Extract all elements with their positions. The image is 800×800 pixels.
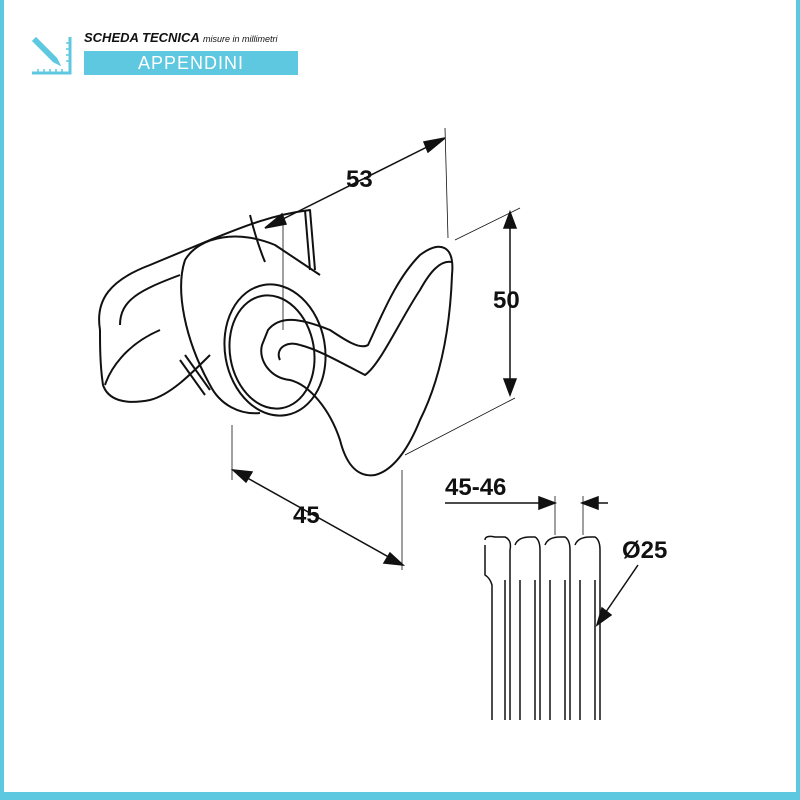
product-banner: APPENDINI <box>84 51 298 75</box>
radiator <box>484 535 601 720</box>
technical-drawing-icon <box>31 36 72 75</box>
depth-label: 53 <box>346 166 373 193</box>
hook-arm <box>260 245 454 477</box>
units-note: misure in millimetri <box>202 34 278 44</box>
dim-line-45 <box>232 469 404 566</box>
cylinder-face <box>223 283 327 417</box>
width-label: 45 <box>293 502 320 529</box>
dim-line-53 <box>264 137 446 229</box>
spacing-label: 45-46 <box>445 474 507 501</box>
cylinder <box>180 235 321 415</box>
sheet-title: SCHEDA TECNICA misure in millimetri <box>84 30 278 45</box>
height-label: 50 <box>493 287 520 314</box>
diameter-label: Ø25 <box>622 537 668 564</box>
